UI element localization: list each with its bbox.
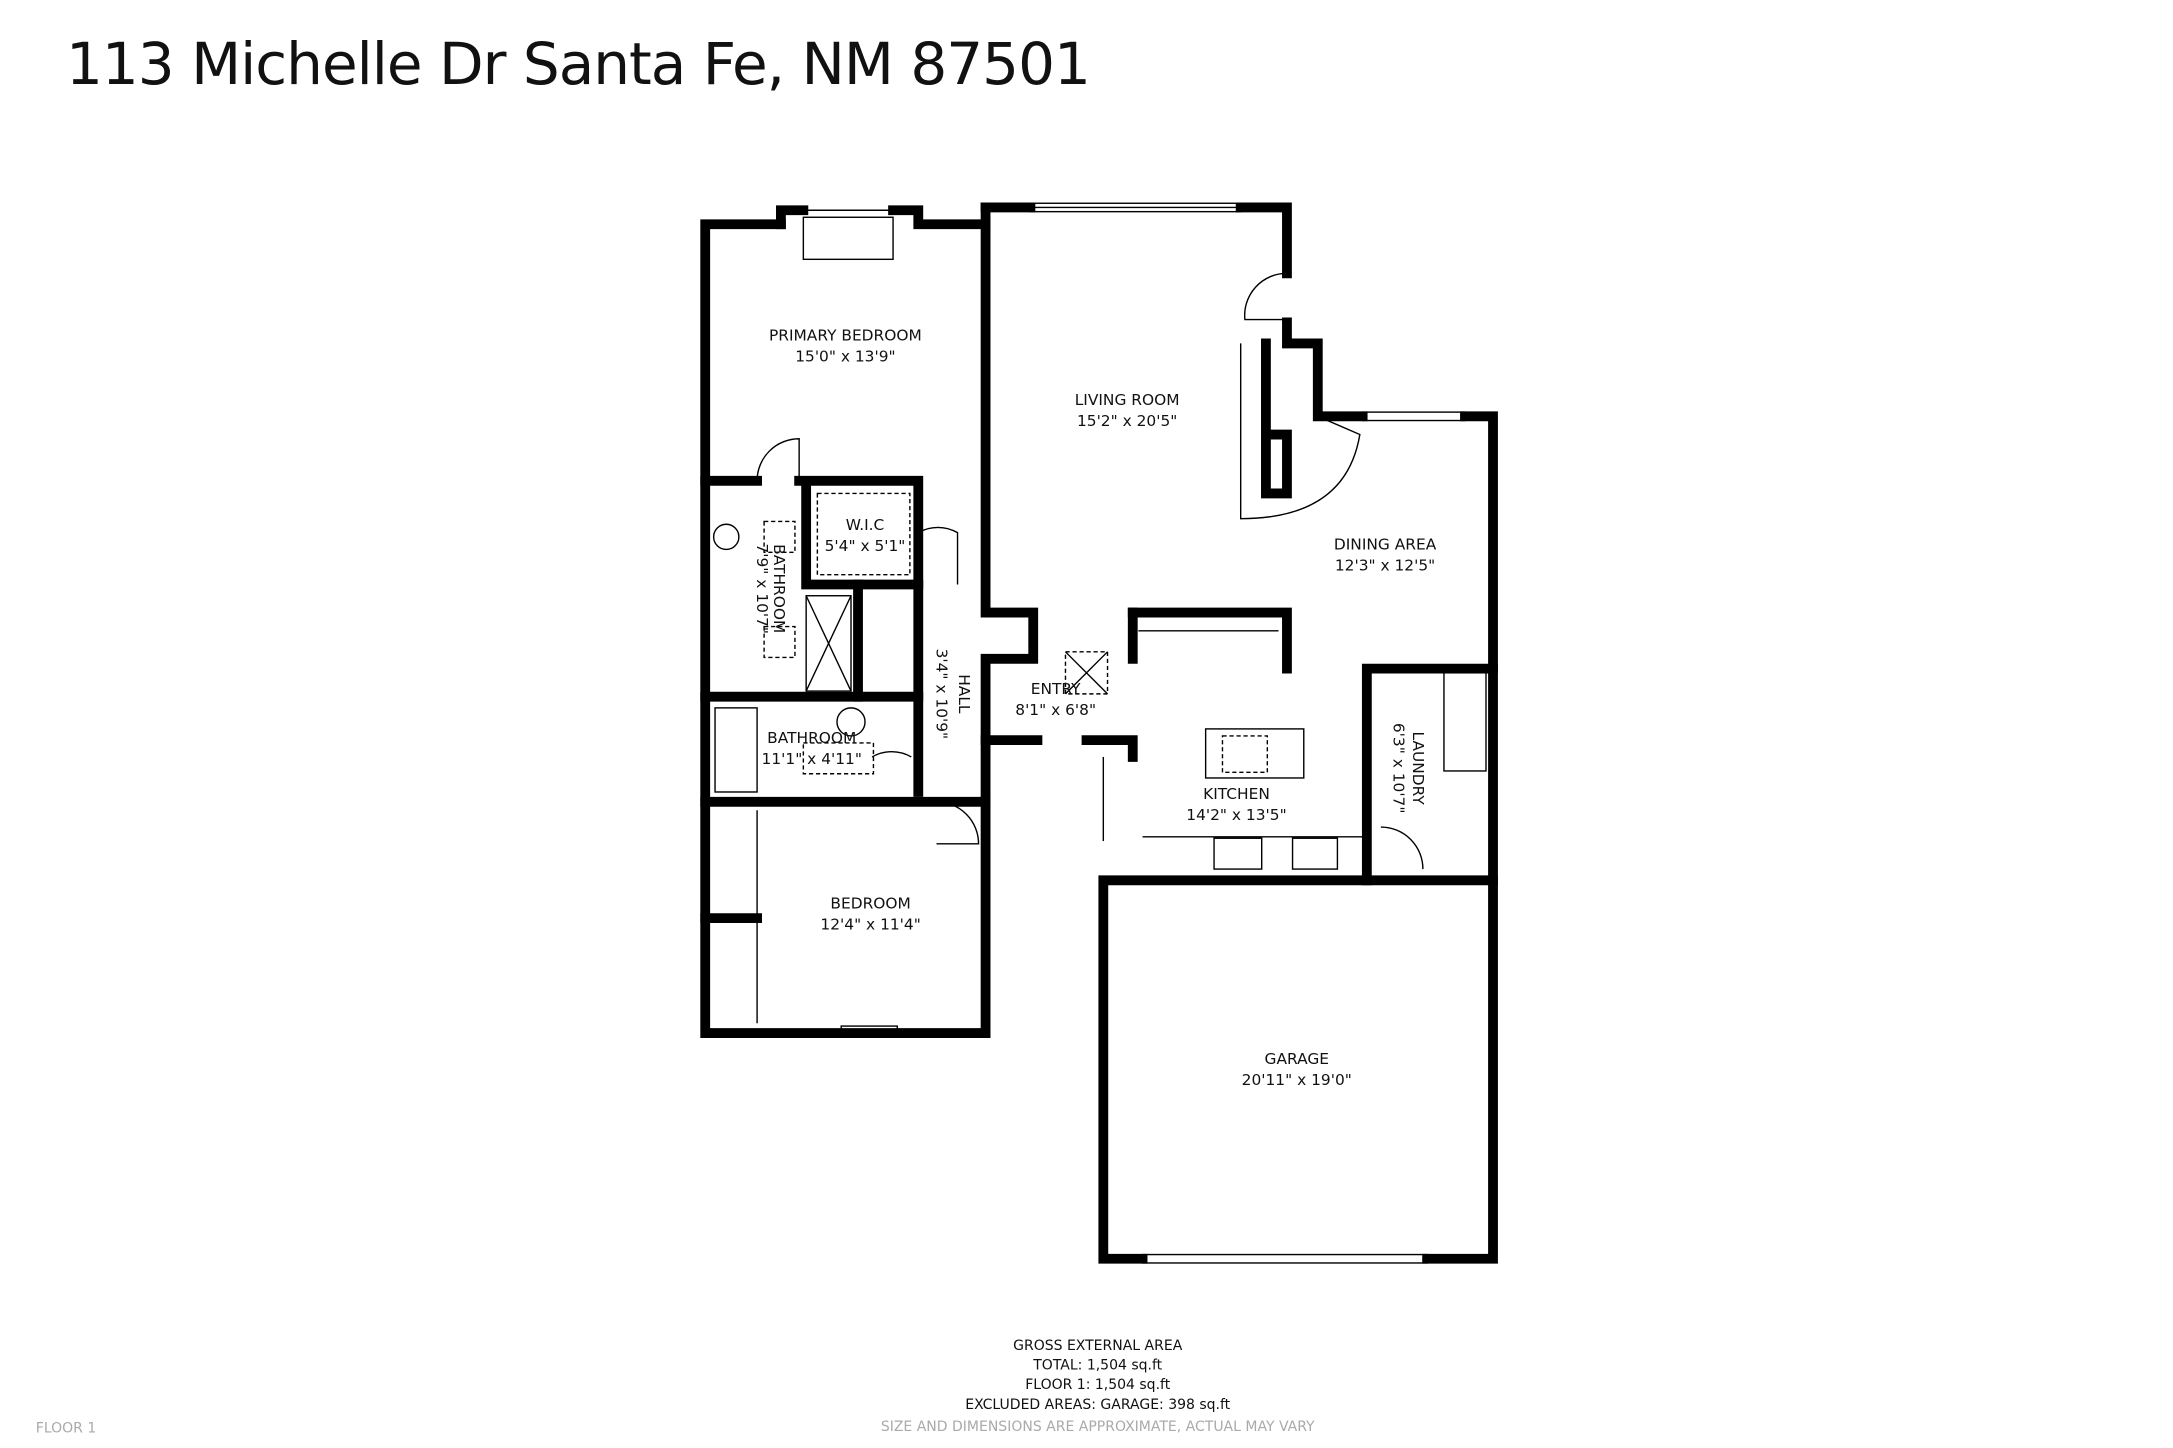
disclaimer: SIZE AND DIMENSIONS ARE APPROXIMATE, ACT… xyxy=(881,1419,1315,1435)
room-dims: 15'0" x 13'9" xyxy=(795,348,895,366)
area-excluded: EXCLUDED AREAS: GARAGE: 398 sq.ft xyxy=(965,1397,1230,1413)
fixtures xyxy=(712,202,1487,1264)
room-dims: 14'2" x 13'5" xyxy=(1186,806,1286,824)
floor-label: FLOOR 1 xyxy=(36,1421,96,1437)
room-name: KITCHEN xyxy=(1203,785,1270,803)
room-dims: 11'1" x 4'11" xyxy=(762,750,862,768)
room-name: HALL xyxy=(955,674,973,714)
room-name: DINING AREA xyxy=(1334,535,1437,553)
room-dims: 15'2" x 20'5" xyxy=(1077,412,1177,430)
area-heading: GROSS EXTERNAL AREA xyxy=(1013,1338,1183,1354)
room-dims: 12'3" x 12'5" xyxy=(1335,557,1435,575)
room-dims: 7'9" x 10'7" xyxy=(753,543,771,634)
room-labels: PRIMARY BEDROOM 15'0" x 13'9" LIVING ROO… xyxy=(753,327,1437,1089)
walls xyxy=(700,202,1498,1264)
room-dims: 5'4" x 5'1" xyxy=(825,537,906,555)
area-summary: GROSS EXTERNAL AREA TOTAL: 1,504 sq.ft F… xyxy=(36,1338,1315,1437)
property-address-title: 113 Michelle Dr Santa Fe, NM 87501 xyxy=(66,30,1091,98)
room-name: LAUNDRY xyxy=(1409,732,1427,806)
room-name: BATHROOM xyxy=(767,729,856,747)
room-dims: 6'3" x 10'7" xyxy=(1389,723,1407,814)
room-name: BATHROOM xyxy=(770,544,788,633)
room-name: GARAGE xyxy=(1265,1050,1330,1068)
room-name: PRIMARY BEDROOM xyxy=(769,327,922,345)
room-name: BEDROOM xyxy=(830,894,910,912)
room-dims: 20'11" x 19'0" xyxy=(1242,1071,1352,1089)
area-total: TOTAL: 1,504 sq.ft xyxy=(1032,1358,1162,1374)
room-dims: 8'1" x 6'8" xyxy=(1015,701,1096,719)
room-name: LIVING ROOM xyxy=(1075,391,1180,409)
room-name: W.I.C xyxy=(846,516,885,534)
room-dims: 3'4" x 10'9" xyxy=(933,649,951,740)
area-floor1: FLOOR 1: 1,504 sq.ft xyxy=(1025,1377,1170,1393)
room-name: ENTRY xyxy=(1031,680,1081,698)
room-dims: 12'4" x 11'4" xyxy=(820,915,920,933)
